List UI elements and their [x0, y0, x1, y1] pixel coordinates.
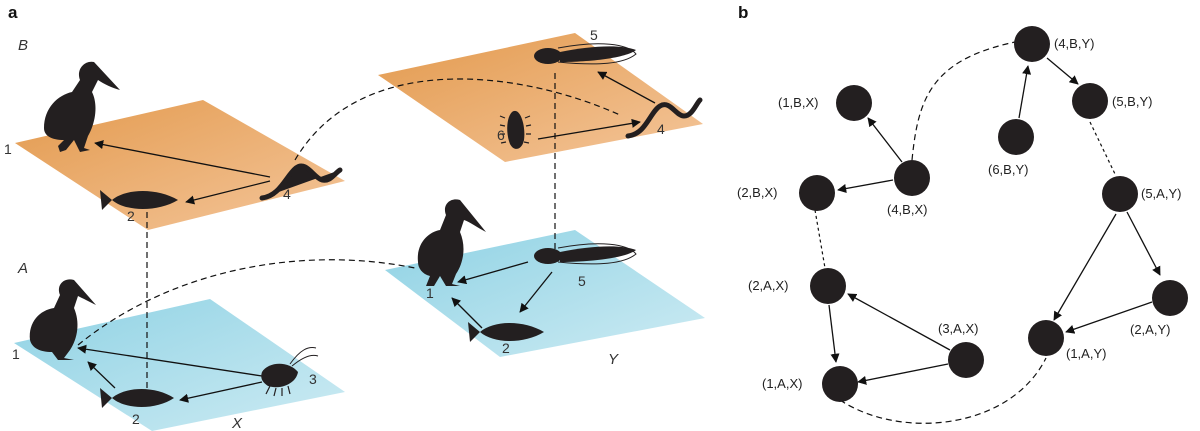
label-larva-by: 6 [497, 127, 505, 143]
tadpole-icon [534, 243, 637, 265]
label-fish-ax: 2 [132, 411, 140, 427]
label-pelican-ay: 1 [426, 285, 434, 301]
label-tadpole-ay: 5 [578, 273, 586, 289]
node-label-5AY: (5,A,Y) [1141, 186, 1181, 201]
edge-5AY-2AY [1126, 211, 1161, 276]
label-shrimp-ax: 3 [309, 371, 317, 387]
node-2AX[interactable] [810, 268, 846, 304]
node-5AY[interactable] [1102, 176, 1138, 212]
edge-4BX-2BX [837, 179, 894, 194]
panel-a-label: a [8, 3, 18, 22]
dispersal-arc-upper [294, 78, 621, 161]
node-label-2AX: (2,A,X) [748, 278, 788, 293]
plane-upper-y [378, 33, 703, 162]
node-3AX[interactable] [948, 342, 984, 378]
fish-icon [100, 388, 174, 408]
label-pelican-bx: 1 [4, 141, 12, 157]
link-2BX-2AX [814, 209, 826, 269]
edge-fish-to-pelican-ay [451, 297, 483, 329]
edge-fish-to-pelican-ax [87, 361, 116, 389]
label-tadpole-by: 5 [590, 27, 598, 43]
link-4BX-4BY [911, 41, 1016, 161]
worm-icon [259, 163, 343, 201]
shrimp-icon [261, 347, 319, 397]
tadpole-icon [534, 43, 637, 65]
patch-label-x: X [231, 415, 243, 431]
edge-tadpole-to-fish-ay [519, 271, 553, 313]
edge-2AY-1AY [1065, 301, 1153, 334]
edge-5AY-1AY [1053, 213, 1117, 321]
fish-icon [468, 322, 544, 342]
link-5BY-5AY [1089, 121, 1116, 175]
edge-larva-to-worm-by [537, 118, 641, 140]
label-fish-bx: 2 [127, 208, 135, 224]
node-label-5BY: (5,B,Y) [1112, 94, 1152, 109]
edge-3AX-1AX [857, 363, 949, 385]
node-label-2BX: (2,B,X) [737, 185, 777, 200]
node-label-3AX: (3,A,X) [938, 321, 978, 336]
node-4BX[interactable] [894, 160, 930, 196]
edge-worm-to-fish-bx [185, 180, 271, 205]
node-4BY[interactable] [1014, 26, 1050, 62]
node-label-1AY: (1,A,Y) [1066, 346, 1106, 361]
layer-label-bottom: A [17, 260, 28, 277]
node-6BY[interactable] [998, 119, 1034, 155]
edge-2AX-1AX [828, 304, 840, 363]
edge-3AX-2AX [847, 293, 951, 351]
node-2AY[interactable] [1152, 280, 1188, 316]
node-label-1BX: (1,B,X) [778, 95, 818, 110]
node-2BX[interactable] [799, 175, 835, 211]
label-fish-ay: 2 [502, 340, 510, 356]
node-5BY[interactable] [1072, 83, 1108, 119]
panel-a: a B A [4, 3, 705, 431]
node-1AY[interactable] [1028, 320, 1064, 356]
edge-worm-to-tadpole-by [597, 71, 656, 104]
node-label-4BX: (4,B,X) [887, 202, 927, 217]
fish-icon [100, 190, 178, 210]
node-label-4BY: (4,B,Y) [1054, 36, 1094, 51]
node-label-1AX: (1,A,X) [762, 376, 802, 391]
panel-b-label: b [738, 3, 748, 22]
edge-shrimp-to-fish-ax [179, 381, 263, 403]
panel-b: b (4,B,Y) (1,B,X) (5,B,Y) (6,B [737, 3, 1188, 424]
pelican-icon [417, 199, 486, 286]
edge-4BY-5BY [1046, 57, 1079, 85]
edge-6BY-4BY [1018, 65, 1032, 119]
worm-icon [625, 97, 703, 139]
plane-lower-x [14, 299, 345, 431]
larva-icon [499, 110, 532, 149]
link-1AX-1AY [839, 357, 1047, 424]
layer-label-top: B [18, 37, 28, 54]
pelican-icon [29, 279, 96, 360]
label-worm-by: 4 [657, 121, 665, 137]
node-1AX[interactable] [822, 366, 858, 402]
patch-label-y: Y [608, 351, 619, 368]
edge-shrimp-to-pelican-ax [77, 344, 263, 377]
node-label-6BY: (6,B,Y) [988, 162, 1028, 177]
pelican-icon [44, 61, 120, 152]
node-1BX[interactable] [836, 85, 872, 121]
label-pelican-ax: 1 [12, 346, 20, 362]
edge-worm-to-pelican-bx [94, 140, 271, 178]
edge-4BX-1BX [867, 117, 903, 163]
edge-tadpole-to-pelican-ay [457, 261, 529, 285]
node-label-2AY: (2,A,Y) [1130, 322, 1170, 337]
plane-lower-y [385, 230, 705, 357]
label-worm-bx: 4 [283, 186, 291, 202]
